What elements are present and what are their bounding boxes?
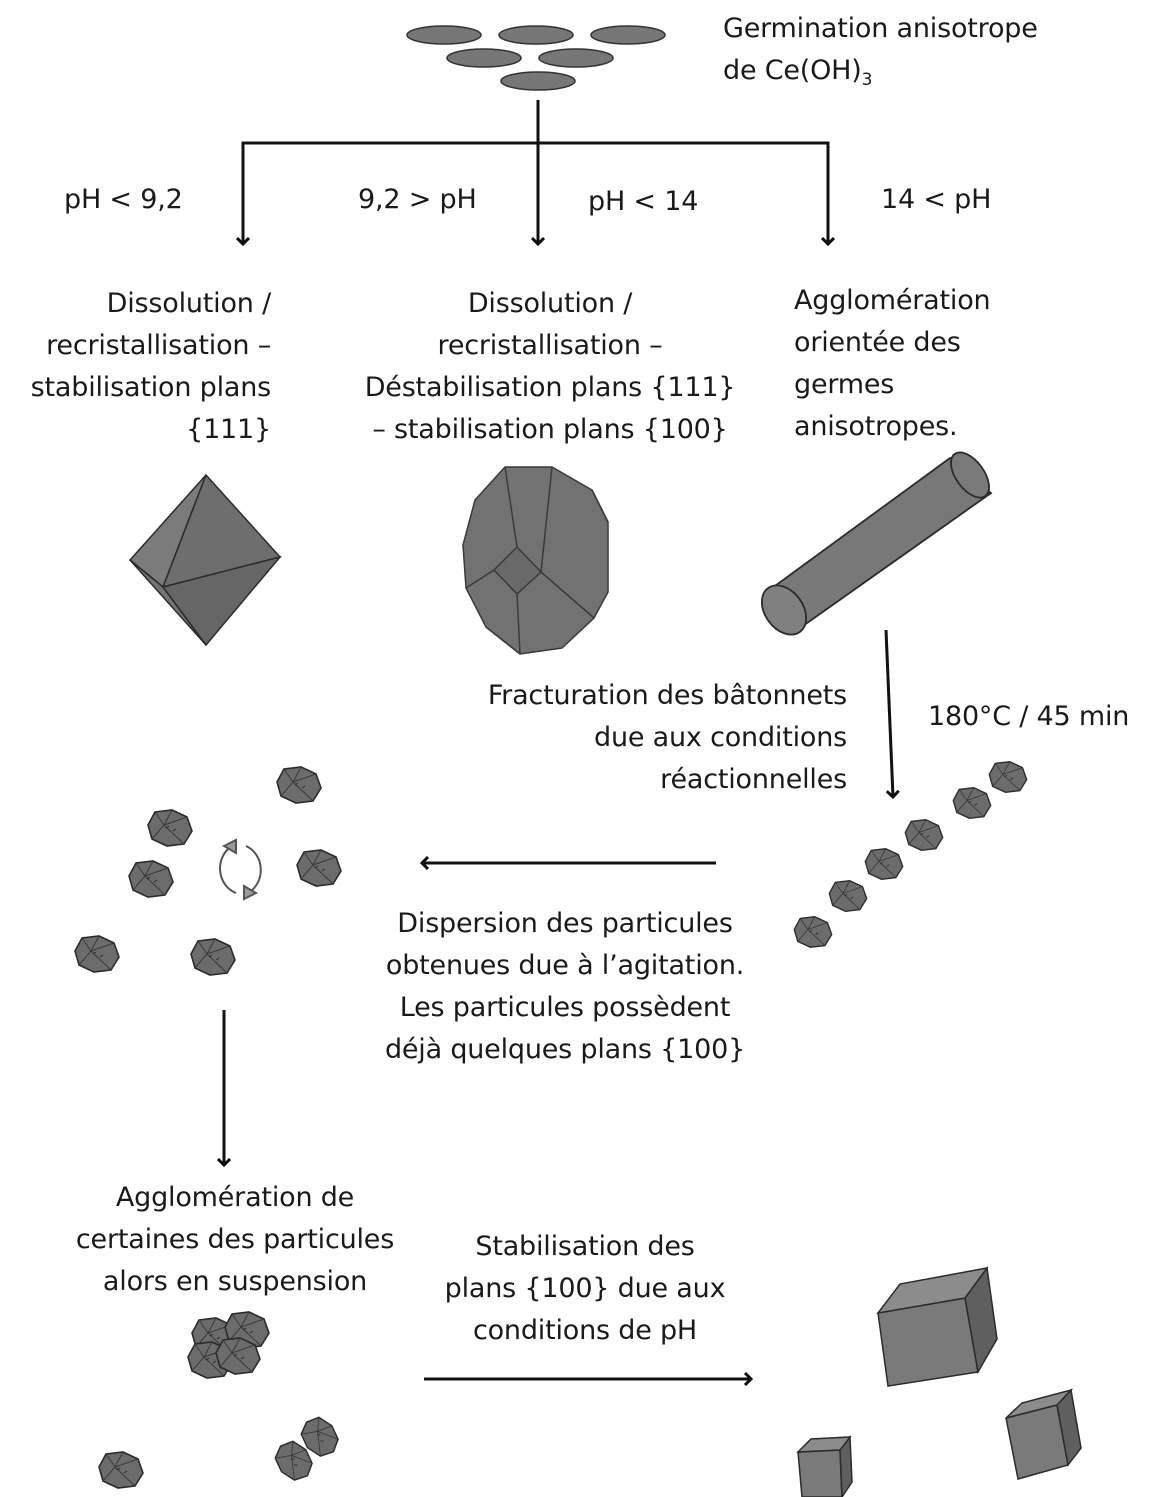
dispersion-description: Dispersion des particules obtenues due à… [350, 903, 780, 1071]
germ-ellipse [500, 71, 576, 91]
path-right-line: Agglomération [794, 285, 991, 316]
stabilisation-line: Stabilisation des [475, 1231, 695, 1262]
path-middle-line: recristallisation – [437, 330, 663, 361]
rod-cylinder-shape [761, 451, 993, 636]
path-middle-line: – stabilisation plans {100} [372, 414, 728, 445]
condition-9-2-gt-ph: 9,2 > pH [358, 184, 477, 215]
cube-medium [1005, 1388, 1082, 1480]
truncated-octahedron-shape [462, 466, 609, 655]
cube-small [796, 1434, 853, 1497]
germ-ellipses [406, 25, 666, 91]
branch-bar [241, 141, 830, 244]
fracturation-line: réactionnelles [660, 764, 847, 795]
arrow-fracturation [884, 629, 893, 797]
condition-ph-lt-9-2: pH < 9,2 [64, 184, 183, 215]
rotation-icon [219, 838, 262, 901]
dispersion-line: Dispersion des particules [397, 908, 733, 939]
condition-ph-lt-14: pH < 14 [588, 186, 699, 217]
condition-14-lt-ph: 14 < pH [881, 184, 992, 215]
fracturation-description: Fracturation des bâtonnets due aux condi… [488, 675, 847, 801]
path-left-line: Dissolution / [106, 288, 272, 319]
path-right-line: anisotropes. [794, 411, 958, 442]
germination-label: Germination anisotrope de Ce(OH)3 [723, 8, 1038, 101]
path-left-line: recristallisation – [46, 330, 271, 361]
agglomeration-line: Agglomération de [115, 1182, 355, 1213]
path-left-line: {111} [186, 414, 271, 445]
agglomeration-description: Agglomération de certaines des particule… [40, 1177, 430, 1303]
path-left-description: Dissolution / recristallisation – stabil… [30, 283, 272, 451]
branch-arrows [243, 100, 828, 244]
germ-ellipse [538, 48, 614, 68]
germ-ellipse [498, 25, 574, 45]
cube-large [876, 1266, 998, 1387]
fracturation-line: Fracturation des bâtonnets [487, 680, 847, 711]
germination-line2: de Ce(OH)3 [723, 55, 873, 90]
single-particle [98, 1451, 144, 1489]
germ-ellipse [406, 25, 482, 45]
path-right-description: Agglomération orientée des germes anisot… [794, 280, 991, 448]
dispersion-line: Les particules possèdent [399, 992, 731, 1023]
path-left-line: stabilisation plans [30, 372, 272, 403]
path-middle-description: Dissolution / recristallisation – Déstab… [340, 283, 760, 451]
stabilisation-line: plans {100} due aux [444, 1273, 726, 1304]
germ-ellipse [446, 48, 522, 68]
stabilisation-line: conditions de pH [472, 1315, 698, 1346]
stabilisation-description: Stabilisation des plans {100} due aux co… [420, 1226, 750, 1352]
path-right-line: orientée des [794, 327, 961, 358]
germination-line1: Germination anisotrope [723, 13, 1038, 44]
agglomeration-line: certaines des particules [75, 1224, 395, 1255]
agglomerated-pair [267, 1411, 347, 1487]
fracturation-line: due aux conditions [594, 722, 847, 753]
path-middle-line: Déstabilisation plans {111} [364, 372, 736, 403]
germ-ellipse [590, 25, 666, 45]
dispersion-line: déjà quelques plans {100} [384, 1034, 746, 1065]
path-middle-line: Dissolution / [467, 288, 633, 319]
dispersed-particles [74, 766, 342, 976]
octahedron-shape [128, 473, 283, 647]
agglomerated-cluster [187, 1311, 270, 1379]
agglomeration-line: alors en suspension [102, 1266, 368, 1297]
path-right-line: germes [794, 369, 895, 400]
dispersion-line: obtenues due à l’agitation. [385, 950, 745, 981]
heat-condition-label: 180°C / 45 min [928, 701, 1130, 732]
